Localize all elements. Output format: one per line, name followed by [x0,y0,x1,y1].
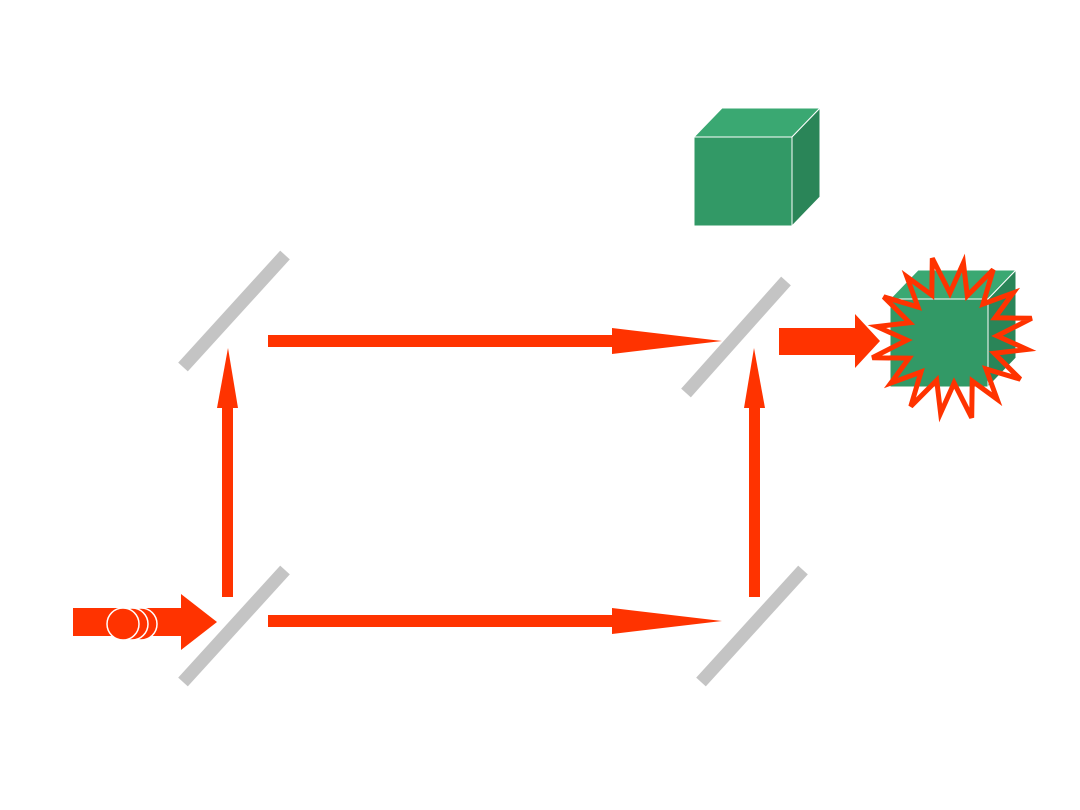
photon-pulses [106,607,158,641]
beam-top-arrowhead [612,328,722,354]
beam-bottom-shaft [268,615,618,627]
detection-flash-burst [867,253,1037,423]
mirror-bottom-right [696,565,808,687]
detector-top-front-face [693,136,793,227]
beam-bottom-arrowhead [612,608,722,634]
beam-right-shaft [749,400,760,597]
beam-right-arrowhead [744,348,765,408]
mirrors [178,250,808,687]
output-beam-arrow [779,314,880,368]
beam-left-arrowhead [217,348,238,408]
beam-left-shaft [222,400,233,597]
detector-top [692,106,822,228]
beam-splitter-input [178,565,290,687]
beam-splitter-output [681,276,791,398]
beam-top-shaft [268,335,618,347]
photon-pulse-1 [106,607,140,641]
mirror-top-left [178,250,290,372]
